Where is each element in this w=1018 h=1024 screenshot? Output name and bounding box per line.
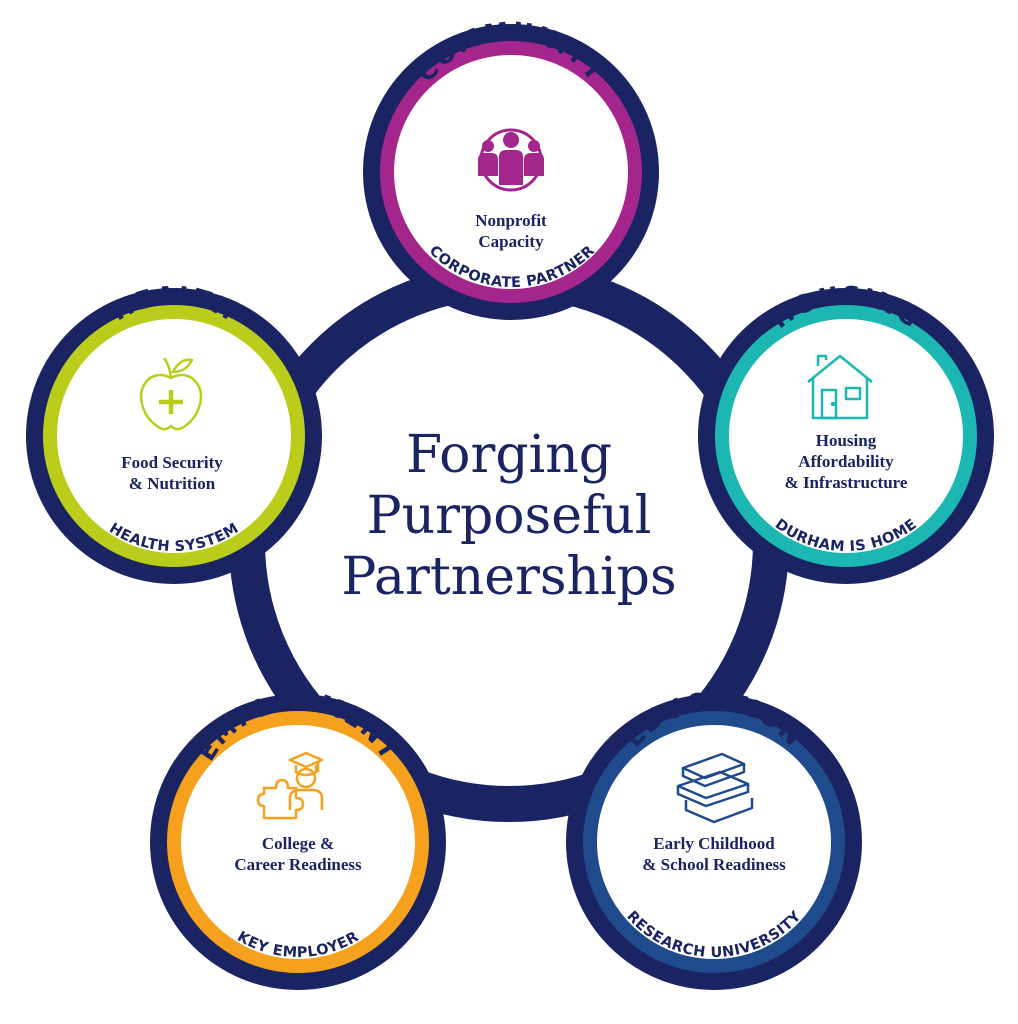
community-focus-line-2: Capacity xyxy=(478,232,544,251)
node-community: COMMUNITY Nonprofit Capacity CORPORATE P… xyxy=(363,16,659,320)
housing-focus-line-1: Housing xyxy=(816,431,877,450)
health-focus-line-1: Food Security xyxy=(121,453,223,472)
node-employment: EMPLOYMENT College & Career Readiness KE… xyxy=(150,686,446,990)
health-inner-disc xyxy=(57,319,291,553)
people-group-icon xyxy=(478,128,544,192)
housing-focus-line-3: & Infrastructure xyxy=(785,473,908,492)
title-line-1: Forging xyxy=(406,425,612,485)
employment-focus-line-1: College & xyxy=(262,834,334,853)
employment-focus-line-2: Career Readiness xyxy=(234,855,362,874)
node-education: EDUCATION Early Childhood & School Readi… xyxy=(566,687,862,990)
apple-plus-icon xyxy=(139,357,203,431)
title-line-3: Partnerships xyxy=(341,547,676,607)
housing-focus-line-2: Affordability xyxy=(798,452,894,471)
education-inner-disc xyxy=(597,725,831,959)
community-focus-line-1: Nonprofit xyxy=(475,211,547,230)
employment-inner-disc xyxy=(181,725,415,959)
house-icon xyxy=(807,354,873,420)
center-title: Forging Purposeful Partnerships xyxy=(341,425,676,607)
education-focus-line-1: Early Childhood xyxy=(653,834,775,853)
title-line-2: Purposeful xyxy=(367,486,652,546)
health-focus-line-2: & Nutrition xyxy=(129,474,216,493)
node-housing: HOUSING Housing Affordability & Infrastr… xyxy=(698,281,994,584)
housing-inner-disc xyxy=(729,319,963,553)
education-focus-line-2: & School Readiness xyxy=(642,855,786,874)
node-health: HEALTH Food Security & Nutrition HEALTH … xyxy=(26,281,322,584)
graduate-puzzle-icon xyxy=(256,751,324,820)
books-stack-icon xyxy=(676,752,754,824)
